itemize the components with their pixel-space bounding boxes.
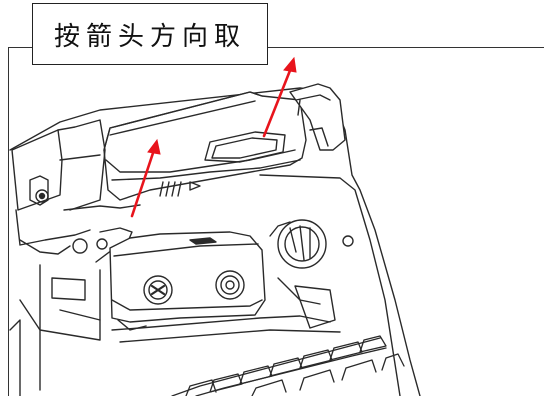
- instruction-caption-box: 按箭头方向取: [32, 3, 268, 65]
- tape-cassette-icon: [109, 231, 266, 331]
- instruction-caption: 按箭头方向取: [53, 21, 246, 52]
- tray-edge: [111, 315, 331, 331]
- cutter-gear: [269, 219, 354, 329]
- frame-top-right: [268, 47, 544, 48]
- left-mechanism: [9, 119, 141, 396]
- printer-lid: [103, 91, 307, 201]
- printer-body-inner-edge: [259, 174, 401, 396]
- lid-window: [204, 131, 286, 163]
- keyboard-icon: [171, 335, 405, 396]
- printer-body-outline: [9, 87, 421, 396]
- rear-housing: [289, 83, 346, 151]
- arrow-up-right-icon-2: [262, 56, 297, 138]
- frame-top-left: [8, 47, 32, 48]
- frame-left: [8, 47, 9, 396]
- arrow-up-right-icon: [130, 138, 161, 218]
